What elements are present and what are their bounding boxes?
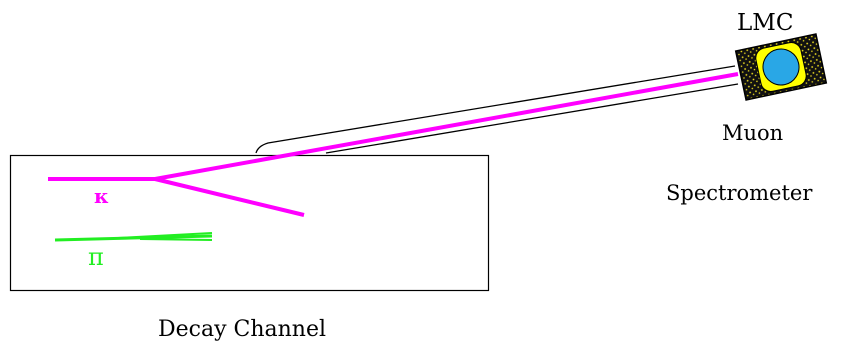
beam-pipe-outline-lower xyxy=(325,83,739,154)
muon-label: Muon xyxy=(722,121,783,145)
detector-core xyxy=(762,48,800,86)
muon-track xyxy=(154,72,739,181)
lmc-detector xyxy=(734,33,828,101)
secondary-track xyxy=(154,177,305,217)
kaon-label: κ xyxy=(94,184,109,208)
beam-pipe-outline xyxy=(255,65,736,154)
decay-channel-box xyxy=(9,154,490,292)
spectrometer-label: Spectrometer xyxy=(666,181,813,205)
pion-label: π xyxy=(88,243,104,271)
lmc-label: LMC xyxy=(737,10,793,36)
pion-track-split-upper xyxy=(117,232,213,239)
decay-channel-label: Decay Channel xyxy=(158,317,326,342)
pion-track-split-lower xyxy=(139,238,213,241)
